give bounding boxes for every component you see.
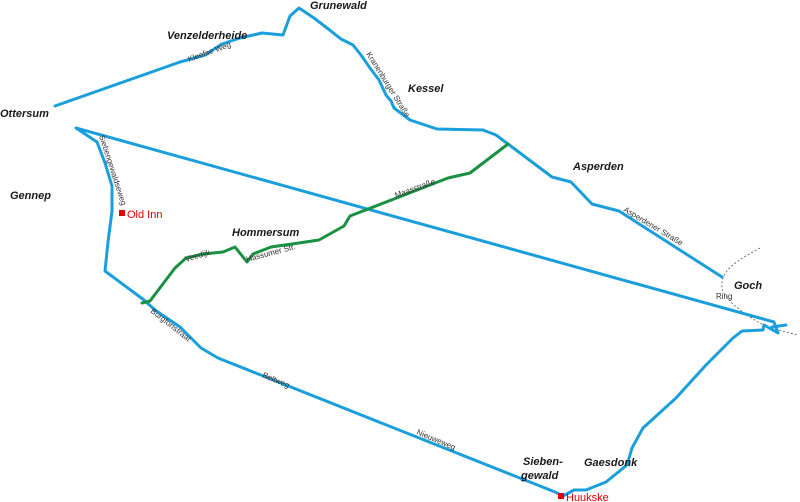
street-label-burgfortstraat: Burgfortstraat <box>149 306 193 343</box>
street-label-ring: Ring <box>716 292 732 301</box>
town-label-gaesdonk: Gaesdonk <box>584 457 638 469</box>
street-label-asperdener-strasse: Asperdener Straße <box>622 205 685 248</box>
street-label-veedijk: Veedijk <box>184 247 212 263</box>
town-label-siebengewald-2: gewald <box>520 470 559 482</box>
street-label-maasstrasse: Maasstraße <box>394 177 437 200</box>
town-label-siebengewald-1: Sieben- <box>523 456 563 468</box>
street-label-beltweg: Beltweg <box>261 371 291 390</box>
old-inn-marker <box>119 210 125 216</box>
alternative-route <box>140 142 510 305</box>
town-label-asperden: Asperden <box>572 161 624 173</box>
street-label-kranenburger-strasse: Kranenburger Straße <box>364 50 412 119</box>
town-label-goch: Goch <box>734 280 762 292</box>
town-label-grunewald: Grunewald <box>310 0 367 12</box>
goch-ring-road <box>721 247 799 336</box>
street-label-kleefse-weg: Kleefse Weg <box>187 40 233 64</box>
poi-label-huukske: Huukske <box>566 492 609 502</box>
huukske-marker <box>558 493 564 499</box>
town-label-ottersum: Ottersum <box>0 108 49 120</box>
main-route-loop <box>53 6 788 498</box>
street-label-hassumer-str: Hassumer Str. <box>245 242 296 264</box>
town-label-kessel: Kessel <box>408 83 444 95</box>
town-label-hommersum: Hommersum <box>232 227 299 239</box>
town-label-venzelderheide: Venzelderheide <box>167 30 247 42</box>
poi-label-old-inn: Old Inn <box>127 209 162 221</box>
town-label-gennep: Gennep <box>10 190 51 202</box>
